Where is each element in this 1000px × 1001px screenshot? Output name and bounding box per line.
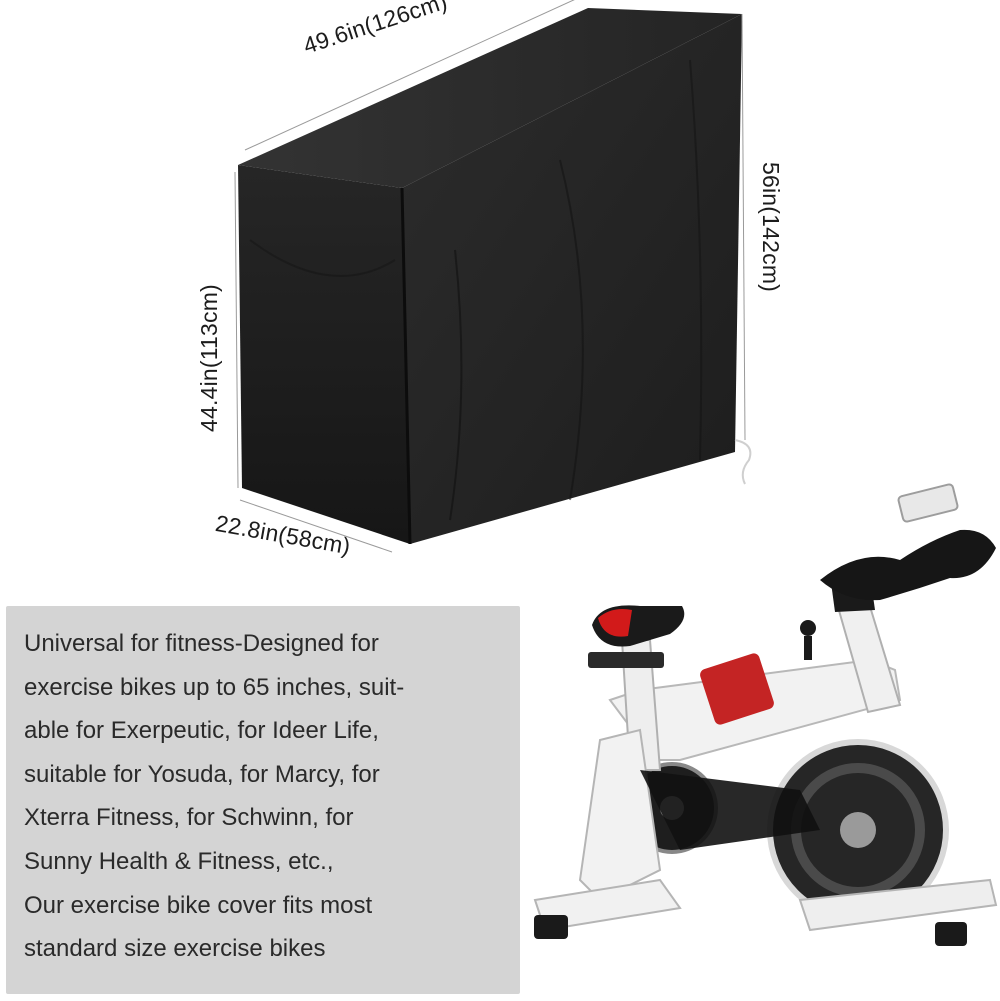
drawstring-icon [734,439,752,485]
description-line: able for Exerpeutic, for Ideer Life, [24,717,379,745]
description-line: exercise bikes up to 65 inches, suit- [24,673,405,701]
description-line: standard size exercise bikes [24,935,326,963]
bottle-holder-icon [700,653,774,725]
cover-side-face [402,14,742,544]
description-line: Sunny Health & Fitness, etc., [24,847,334,875]
description-line: suitable for Yosuda, for Marcy, for [24,760,380,788]
cover-top-panel [238,8,742,188]
handlebar-icon [820,529,996,601]
description-line: Xterra Fitness, for Schwinn, for [24,804,354,832]
description-text: Universal for fitness-Designed for exerc… [24,622,514,971]
description-line: Our exercise bike cover fits most [24,891,373,919]
description-box [6,606,520,994]
description-line: Universal for fitness-Designed for [24,630,379,657]
